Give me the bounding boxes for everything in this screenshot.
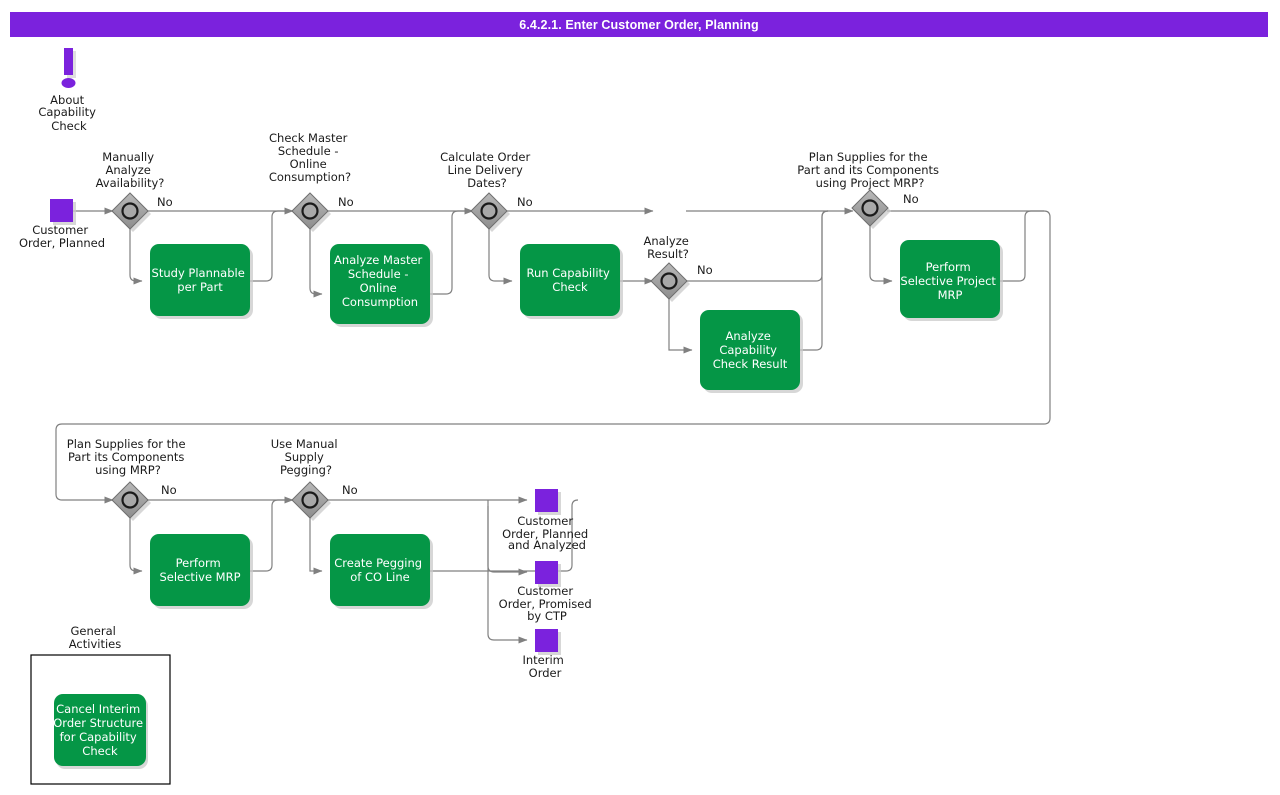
end-event-box [535, 489, 558, 512]
activity-box [330, 534, 430, 606]
activity-study-plannable-per-part[interactable]: Study Plannable per Part [150, 244, 253, 319]
connector-d5-yes-to-a5 [869, 226, 893, 285]
decision-calculate-order-line-delivery-dates[interactable]: Calculate Order Line Delivery Dates? No [440, 150, 534, 232]
decision-analyze-result[interactable]: Analyze Result? No [644, 234, 713, 302]
activity-label: Create Pegging of CO Line [334, 556, 426, 584]
connector-d6-yes-to-a6 [129, 515, 143, 575]
decision-no-label: No [517, 195, 533, 209]
decision-label: Use Manual Supply Pegging? [271, 437, 342, 477]
decision-plan-supplies-project-mrp[interactable]: Plan Supplies for the Part and its Compo… [797, 150, 942, 229]
end-event-label: Customer Order, Promised by CTP [499, 584, 596, 623]
decision-no-label: No [342, 483, 358, 497]
decision-label: Analyze Result? [644, 234, 693, 261]
connector-a5-join [1000, 210, 1044, 282]
group-title: General Activities [69, 624, 121, 651]
decision-label: Plan Supplies for the Part and its Compo… [797, 150, 942, 190]
decision-label: Calculate Order Line Delivery Dates? [440, 150, 534, 190]
connector-a4-join [800, 210, 829, 351]
decision-check-master-schedule-online-consumption[interactable]: Check Master Schedule - Online Consumpti… [269, 131, 354, 232]
exclamation-mark-icon-dot [61, 78, 76, 88]
activity-label: Perform Selective MRP [159, 556, 240, 584]
decision-no-label: No [157, 195, 173, 209]
decision-use-manual-supply-pegging[interactable]: Use Manual Supply Pegging? No [271, 437, 358, 521]
activity-label: Analyze Capability Check Result [713, 329, 788, 371]
end-event-label: Interim Order [522, 653, 567, 680]
start-event-box [50, 199, 73, 222]
activity-create-pegging-of-co-line[interactable]: Create Pegging of CO Line [330, 534, 433, 609]
activity-label: Cancel Interim Order Structure for Capab… [53, 702, 147, 758]
connector-d2-yes-to-a2 [309, 226, 323, 298]
connector-rail-to-end3 [487, 506, 528, 644]
connector-a2-to-d3 [430, 210, 473, 295]
event-start-customer-order-planned[interactable]: Customer Order, Planned [19, 199, 105, 250]
decision-label: Check Master Schedule - Online Consumpti… [269, 131, 351, 184]
note-label: About Capability Check [38, 93, 99, 133]
activity-box [700, 310, 800, 390]
start-event-label: Customer Order, Planned [19, 223, 105, 250]
activity-box [150, 534, 250, 606]
event-end-customer-order-promised-by-ctp[interactable]: Customer Order, Promised by CTP [499, 561, 596, 623]
decision-label: Plan Supplies for the Part its Component… [67, 437, 189, 477]
connector-a6-to-d7 [250, 499, 293, 572]
activity-box [900, 240, 1000, 318]
activity-cancel-interim-order-structure[interactable]: Cancel Interim Order Structure for Capab… [53, 694, 148, 769]
end-event-label: Customer Order, Planned and Analyzed [502, 514, 592, 552]
connector-d4-yes-to-a4 [668, 296, 693, 354]
decision-circle-icon [660, 272, 678, 290]
decision-plan-supplies-mrp[interactable]: Plan Supplies for the Part its Component… [67, 437, 189, 521]
activity-box [54, 694, 146, 766]
activity-label: Study Plannable per Part [152, 266, 249, 294]
activity-label: Analyze Master Schedule - Online Consump… [334, 253, 426, 309]
group-frame [30, 654, 171, 785]
connector-d3-yes-to-a3 [488, 226, 513, 285]
activity-analyze-capability-check-result[interactable]: Analyze Capability Check Result [700, 310, 803, 393]
note-about-capability-check[interactable]: About Capability Check [38, 48, 99, 133]
decision-circle-icon [301, 202, 319, 220]
end-event-box [535, 629, 558, 652]
decision-circle-icon [301, 491, 319, 509]
activity-box [330, 244, 430, 324]
decision-no-label: No [338, 195, 354, 209]
title-bar: 6.4.2.1. Enter Customer Order, Planning [10, 12, 1268, 37]
activity-box [520, 244, 620, 316]
connector-d7-yes-to-a7 [309, 515, 323, 575]
end-event-box [535, 561, 558, 584]
decision-circle-icon [480, 202, 498, 220]
event-end-customer-order-planned-and-analyzed[interactable]: Customer Order, Planned and Analyzed [502, 489, 592, 552]
decision-label: Manually Analyze Availability? [96, 150, 165, 190]
connector-d5-no-to-d6 [55, 210, 1051, 504]
activity-box [150, 244, 250, 316]
decision-circle-icon [121, 202, 139, 220]
activity-run-capability-check[interactable]: Run Capability Check [520, 244, 623, 319]
connector-d1-yes-to-a1 [129, 226, 143, 285]
group-general-activities: General Activities Cancel Interim Order … [30, 624, 171, 785]
exclamation-mark-icon-bar [64, 48, 73, 75]
decision-no-label: No [161, 483, 177, 497]
event-end-interim-order[interactable]: Interim Order [522, 629, 567, 680]
decision-no-label: No [697, 263, 713, 277]
decision-no-label: No [903, 192, 919, 206]
activity-perform-selective-mrp[interactable]: Perform Selective MRP [150, 534, 253, 609]
activity-label: Perform Selective Project MRP [900, 260, 999, 302]
connector-layer [55, 207, 1051, 644]
activity-perform-selective-project-mrp[interactable]: Perform Selective Project MRP [900, 240, 1003, 321]
connector-a7-join [430, 499, 579, 572]
page-title: 6.4.2.1. Enter Customer Order, Planning [519, 17, 759, 32]
activity-label: Run Capability Check [527, 266, 614, 294]
connector-a1-to-d2 [250, 210, 293, 282]
activity-analyze-master-schedule-online-consumption[interactable]: Analyze Master Schedule - Online Consump… [330, 244, 433, 327]
decision-manually-analyze-availability[interactable]: Manually Analyze Availability? No [96, 150, 173, 232]
decision-circle-icon [861, 199, 879, 217]
decision-circle-icon [121, 491, 139, 509]
